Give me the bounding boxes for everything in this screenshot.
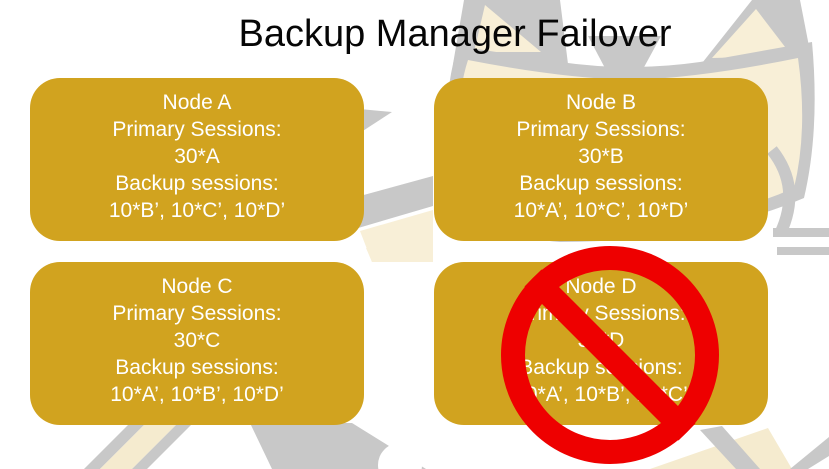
node-d-box: Node D Primary Sessions: 30*D Backup ses…	[434, 262, 768, 425]
node-b-backup-sessions-label: Backup sessions:	[519, 172, 683, 195]
node-d-primary-sessions-label: Primary Sessions:	[516, 302, 686, 325]
node-d-backup-sessions-label: Backup sessions:	[519, 356, 683, 379]
node-a-primary-sessions-value: 30*A	[174, 145, 220, 168]
node-b-primary-sessions-label: Primary Sessions:	[516, 118, 686, 141]
node-a-backup-sessions-value: 10*B’, 10*C’, 10*D’	[108, 199, 286, 222]
node-c-primary-sessions-label: Primary Sessions:	[112, 302, 282, 325]
node-d-primary-sessions-value: 30*D	[577, 329, 625, 352]
slide-title: Backup Manager Failover	[238, 13, 672, 55]
node-a-primary-sessions-label: Primary Sessions:	[112, 118, 282, 141]
node-c-title: Node C	[161, 275, 233, 298]
node-b-backup-sessions-value: 10*A’, 10*C’, 10*D’	[513, 199, 689, 222]
node-c-backup-sessions-label: Backup sessions:	[115, 356, 279, 379]
node-a-title: Node A	[162, 91, 232, 114]
node-b-title: Node B	[565, 91, 637, 114]
node-c-box: Node C Primary Sessions: 30*C Backup ses…	[30, 262, 364, 425]
node-d-title: Node D	[565, 275, 637, 298]
node-a-backup-sessions-label: Backup sessions:	[115, 172, 279, 195]
node-c-backup-sessions-value: 10*A’, 10*B’, 10*D’	[110, 383, 284, 406]
node-a-box: Node A Primary Sessions: 30*A Backup ses…	[30, 78, 364, 241]
node-b-primary-sessions-value: 30*B	[578, 145, 624, 168]
node-c-primary-sessions-value: 30*C	[173, 329, 221, 352]
node-b-box: Node B Primary Sessions: 30*B Backup ses…	[434, 78, 768, 241]
node-d-backup-sessions-value: 10*A’, 10*B’, 10*C’	[514, 383, 688, 406]
